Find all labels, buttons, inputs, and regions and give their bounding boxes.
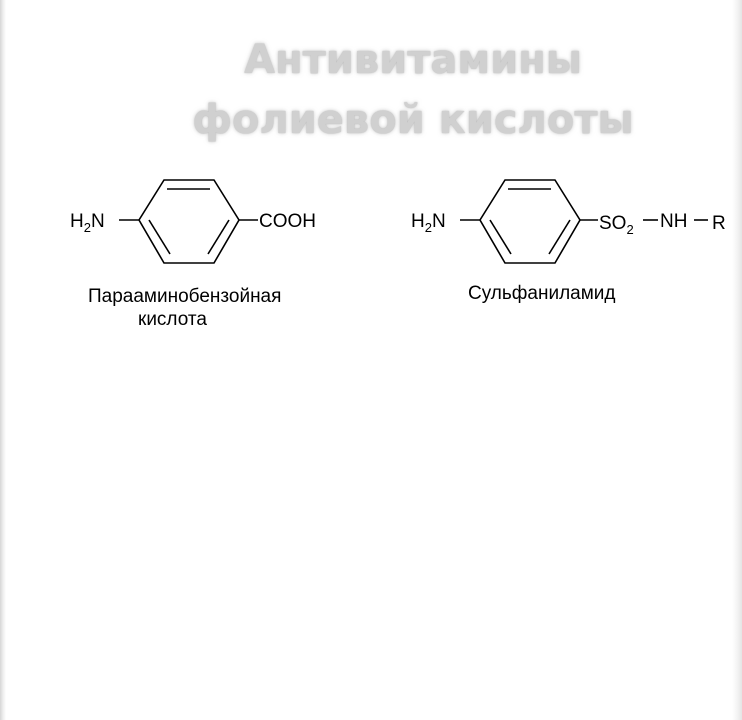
nh-label: NH xyxy=(660,211,687,232)
sulfanilamide-ring-double-bond-right xyxy=(548,219,571,255)
r-group-label: R xyxy=(712,213,726,234)
title-line-2: фолиевой кислоты xyxy=(192,97,634,143)
slide-right-shadow xyxy=(732,0,742,720)
paba-amine-n: N xyxy=(91,211,105,232)
paba-ring-hexagon xyxy=(138,179,240,264)
paba-benzene-ring xyxy=(138,179,240,264)
sulfonyl-subscript: 2 xyxy=(626,222,633,237)
paba-amine-h: H xyxy=(70,211,84,232)
sulfanilamide-amine-label: H2N xyxy=(411,211,446,235)
slide-title: Антивитамины фолиевой кислоты xyxy=(0,30,742,150)
paba-amine-label: H2N xyxy=(70,211,105,235)
sulfanilamide-ring-double-bond-left xyxy=(489,219,512,255)
paba-amine-subscript: 2 xyxy=(84,220,91,235)
sulfanilamide-structure: H2N SO2 NH R xyxy=(411,179,726,264)
sulfanilamide-amine-n: N xyxy=(432,211,446,232)
sulfonyl-so: SO xyxy=(599,213,626,234)
sulfanilamide-ring-hexagon xyxy=(479,179,581,264)
paba-caption-line-2: кислота xyxy=(138,309,207,330)
paba-caption-line-1: Парааминобензойная xyxy=(88,286,282,307)
paba-ring-double-bond-left xyxy=(148,219,171,255)
sulfonyl-label: SO2 xyxy=(599,213,634,237)
sulfanilamide-benzene-ring xyxy=(479,179,581,264)
paba-structure: H2N COOH xyxy=(70,179,316,264)
slide-left-border xyxy=(0,0,6,720)
paba-carboxyl-label: COOH xyxy=(259,211,316,232)
sulfanilamide-caption: Сульфаниламид xyxy=(468,283,616,304)
title-line-1: Антивитамины xyxy=(244,37,582,83)
paba-ring-double-bond-right xyxy=(207,219,230,255)
sulfanilamide-amine-subscript: 2 xyxy=(425,220,432,235)
sulfanilamide-amine-h: H xyxy=(411,211,425,232)
